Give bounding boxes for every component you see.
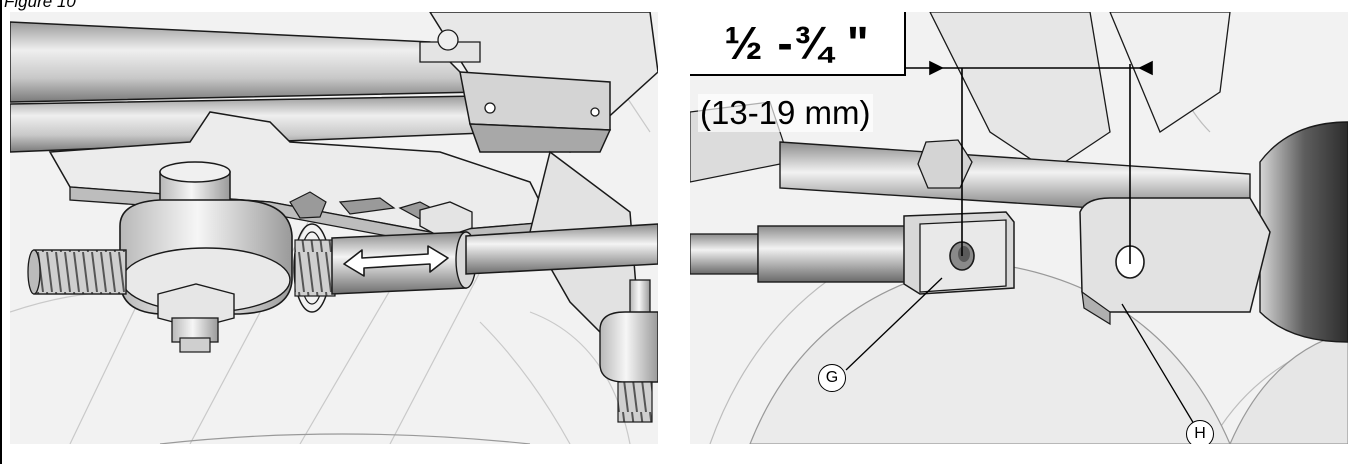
tie-rod-sleeve bbox=[331, 223, 658, 295]
rod-end-g bbox=[903, 211, 1015, 295]
left-illustration-panel bbox=[10, 12, 658, 444]
callout-h: H bbox=[1186, 420, 1214, 444]
mounting-bracket bbox=[419, 29, 612, 153]
callout-leaders bbox=[845, 277, 1195, 425]
lower-link-rod bbox=[690, 225, 909, 283]
plate-nut bbox=[419, 201, 473, 239]
lower-nut bbox=[157, 283, 235, 353]
measurement-illustration bbox=[690, 12, 1348, 444]
wheel-edge bbox=[159, 433, 531, 444]
figure-border bbox=[0, 0, 2, 464]
threaded-stud bbox=[27, 249, 127, 295]
shock-mount bbox=[599, 279, 658, 423]
callout-g: G bbox=[818, 364, 846, 392]
figure-label: Figure 10 bbox=[4, 0, 76, 11]
right-illustration-panel: ½ -¾ " (13-19 mm) G H bbox=[690, 12, 1348, 444]
double-headed-arrow-icon bbox=[343, 245, 449, 277]
rod-end-h bbox=[1079, 197, 1271, 326]
tie-rod-end-illustration bbox=[10, 12, 658, 444]
dimension-lines bbox=[906, 60, 1153, 264]
dimension-imperial: ½ -¾ " bbox=[690, 12, 906, 76]
dimension-metric: (13-19 mm) bbox=[698, 94, 873, 132]
jam-nut bbox=[293, 223, 336, 313]
shock-absorber bbox=[1259, 121, 1348, 343]
tire-edge bbox=[1229, 331, 1348, 444]
